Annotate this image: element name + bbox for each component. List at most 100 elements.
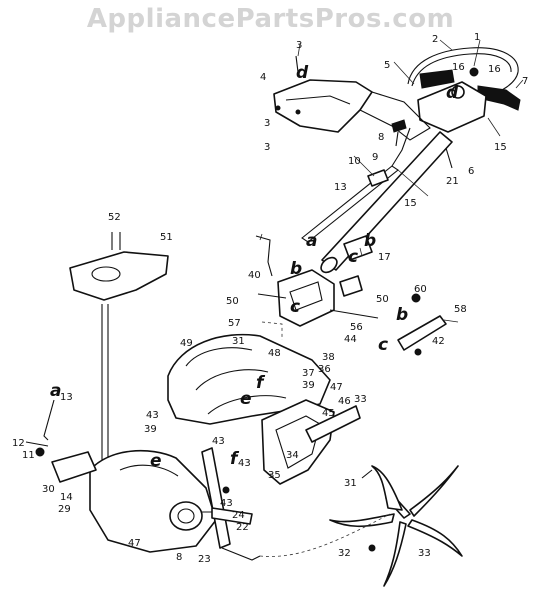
ref-letter-b: b <box>364 231 376 251</box>
upper-shroud <box>273 55 431 141</box>
shroud-ridge <box>285 95 351 105</box>
callout-12: 12 <box>12 438 25 449</box>
bushing-58 <box>339 275 363 297</box>
shroud-body <box>273 79 373 133</box>
rod-13 <box>43 399 55 441</box>
control-knob <box>451 85 465 99</box>
callout-30: 31 <box>344 478 357 489</box>
ref-letter-c: c <box>290 297 300 317</box>
callout-38: 39 <box>144 424 157 435</box>
shield-rib-2 <box>195 369 269 391</box>
left-grip <box>419 69 455 89</box>
lever-8-stem <box>395 131 399 147</box>
callout-56: 58 <box>454 304 467 315</box>
screw-3-top <box>295 55 299 73</box>
tine-shield <box>167 333 361 485</box>
screw-3a <box>275 105 281 111</box>
ref-letter-e: e <box>240 389 252 409</box>
callout-21: 21 <box>446 176 459 187</box>
nut-57 <box>411 293 421 303</box>
callout-38: 38 <box>322 352 335 363</box>
deflector-hole <box>91 266 121 282</box>
callout-3: 3 <box>264 118 270 129</box>
callout-55: 57 <box>228 318 241 329</box>
shield-rib-3 <box>207 395 287 415</box>
ref-letter-c: c <box>348 247 358 267</box>
control-box <box>417 81 487 133</box>
dash-bracket <box>261 321 283 340</box>
depth-rod <box>25 399 55 457</box>
callout-23: 23 <box>198 554 211 565</box>
callout-42: 39 <box>302 380 315 391</box>
callout-32: 33 <box>418 548 431 559</box>
callout-52: 52 <box>108 212 121 223</box>
callout-9: 9 <box>372 152 378 163</box>
lever-8 <box>391 119 407 133</box>
ref-letter-c: c <box>378 335 388 355</box>
callout-numbers: 3 4 3 3 1 2 5 16 16 7 15 6 8 9 10 21 13 … <box>12 32 528 565</box>
callout-40: 47 <box>128 538 141 549</box>
tine-blade-5 <box>329 513 395 528</box>
callout-24: 24 <box>232 510 245 521</box>
ref-letter-b: b <box>290 259 302 279</box>
callout-57: 60 <box>414 284 427 295</box>
callout-33: 33 <box>354 394 367 405</box>
callout-45: 43 <box>238 458 251 469</box>
bolt-21 <box>445 147 453 169</box>
callout-46: 48 <box>268 348 281 359</box>
callout-43: 43 <box>220 498 233 509</box>
tine-blade-2 <box>409 465 459 517</box>
callout-37: 37 <box>302 368 315 379</box>
bracket-55 <box>277 269 335 327</box>
handle-tube-end <box>320 256 338 274</box>
hub-40 <box>169 501 203 531</box>
callout-54: 56 <box>350 322 363 333</box>
callout-50: 50 <box>226 296 239 307</box>
bolt-30 <box>361 469 373 479</box>
callout-16: 16 <box>452 62 465 73</box>
callout-47: 49 <box>180 338 193 349</box>
callout-51: 51 <box>160 232 173 243</box>
ref-letter-a: a <box>306 231 317 251</box>
bolt-50-right <box>329 309 379 319</box>
leader-lines <box>259 39 524 323</box>
deflector-assembly <box>69 232 169 470</box>
callout-49: 46 <box>338 396 351 407</box>
callout-34: 34 <box>286 450 299 461</box>
callout-15: 15 <box>404 198 417 209</box>
callout-10: 10 <box>348 156 361 167</box>
callout-50: 50 <box>376 294 389 305</box>
bracket-window <box>289 281 323 311</box>
callout-16: 16 <box>488 64 501 75</box>
transmission-housing <box>51 449 230 553</box>
tine-blade-3 <box>407 519 463 557</box>
knob-16 <box>469 67 479 77</box>
guard-33 <box>305 405 361 443</box>
callout-39: 45 <box>322 408 335 419</box>
nut-11 <box>35 447 45 457</box>
callout-22: 22 <box>236 522 249 533</box>
shield-47 <box>167 333 331 425</box>
callout-1: 1 <box>474 32 480 43</box>
callout-28: 29 <box>58 504 71 515</box>
nut-43-bar <box>222 486 230 494</box>
ref-letter-f: f <box>256 373 266 393</box>
shift-rod-upper <box>391 127 411 167</box>
callout-5: 5 <box>384 60 390 71</box>
callout-43: 42 <box>432 336 445 347</box>
shield-rib-1 <box>185 347 253 367</box>
ref-letter-d: d <box>446 83 459 103</box>
callout-29: 30 <box>42 484 55 495</box>
ref-letter-f: f <box>230 449 240 469</box>
callout-43: 43 <box>212 436 225 447</box>
bracket-24 <box>211 507 253 525</box>
callout-2: 2 <box>432 34 438 45</box>
bar-foot <box>221 547 261 561</box>
handlebar-loop <box>407 47 519 99</box>
callout-15: 15 <box>494 142 507 153</box>
handlebar-assembly <box>301 47 521 274</box>
lever-59 <box>255 235 273 277</box>
tine-blade-4 <box>383 521 407 587</box>
